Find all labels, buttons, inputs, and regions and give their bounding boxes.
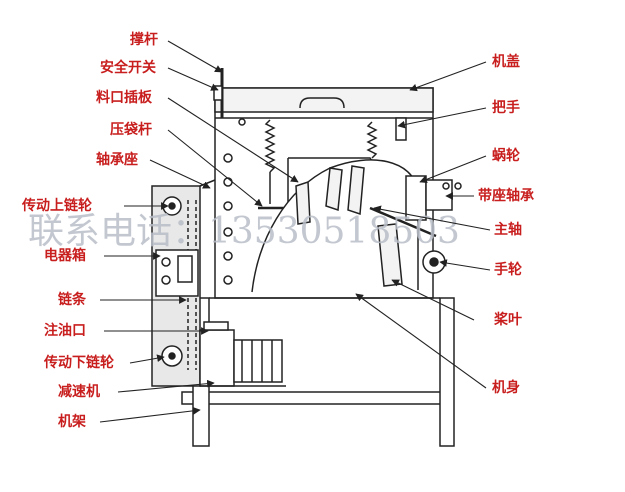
label-safety-switch: 安全开关: [100, 59, 156, 76]
electric-box: [155, 249, 199, 297]
watermark-text: 联系电话：13530518503: [28, 211, 460, 252]
frame-crossbar: [181, 391, 448, 405]
label-electric-box: 电器箱: [44, 247, 86, 264]
paddle-1: [325, 167, 343, 212]
label-chain: 链条: [58, 291, 87, 308]
spring-right: [366, 121, 378, 159]
paddle-2: [347, 165, 365, 216]
frame-leg-right: [439, 297, 455, 447]
label-machine-body: 机身: [492, 379, 520, 396]
label-main-shaft: 主轴: [494, 221, 522, 238]
label-hand-wheel: 手轮: [494, 261, 522, 278]
label-pillow-block-bearing: 带座轴承: [478, 187, 534, 204]
motor: [233, 339, 283, 383]
paddle-4: [377, 223, 403, 287]
label-lid: 机盖: [492, 53, 520, 70]
handle: [299, 97, 345, 109]
label-inlet-gate: 料口插板: [96, 89, 153, 106]
label-bearing-seat: 轴承座: [96, 151, 138, 168]
right-labels: 机盖 把手 蜗轮 带座轴承 主轴 手轮 桨叶 机身: [478, 53, 534, 396]
label-paddle: 桨叶: [494, 311, 522, 328]
label-oil-port: 注油口: [44, 322, 86, 339]
label-frame: 机架: [58, 413, 86, 430]
paddle-3: [295, 180, 311, 225]
label-reducer: 减速机: [58, 383, 100, 400]
machine-drawing: [151, 68, 462, 447]
spring-left: [264, 119, 276, 173]
label-worm-gear: 蜗轮: [492, 147, 520, 164]
label-lower-sprocket: 传动下链轮: [43, 354, 114, 371]
leader-lines: [99, 40, 491, 423]
label-upper-sprocket: 传动上链轮: [21, 197, 92, 214]
reducer: [199, 329, 235, 387]
left-labels: 撑杆 安全开关 料口插板 压袋杆 轴承座 传动上链轮 电器箱 链条 注油口 传动…: [21, 31, 158, 430]
label-handle: 把手: [492, 99, 520, 116]
label-press-bag-bar: 压袋杆: [110, 121, 152, 138]
label-support-rod: 撑杆: [130, 31, 158, 48]
machine-lid: [214, 87, 434, 113]
